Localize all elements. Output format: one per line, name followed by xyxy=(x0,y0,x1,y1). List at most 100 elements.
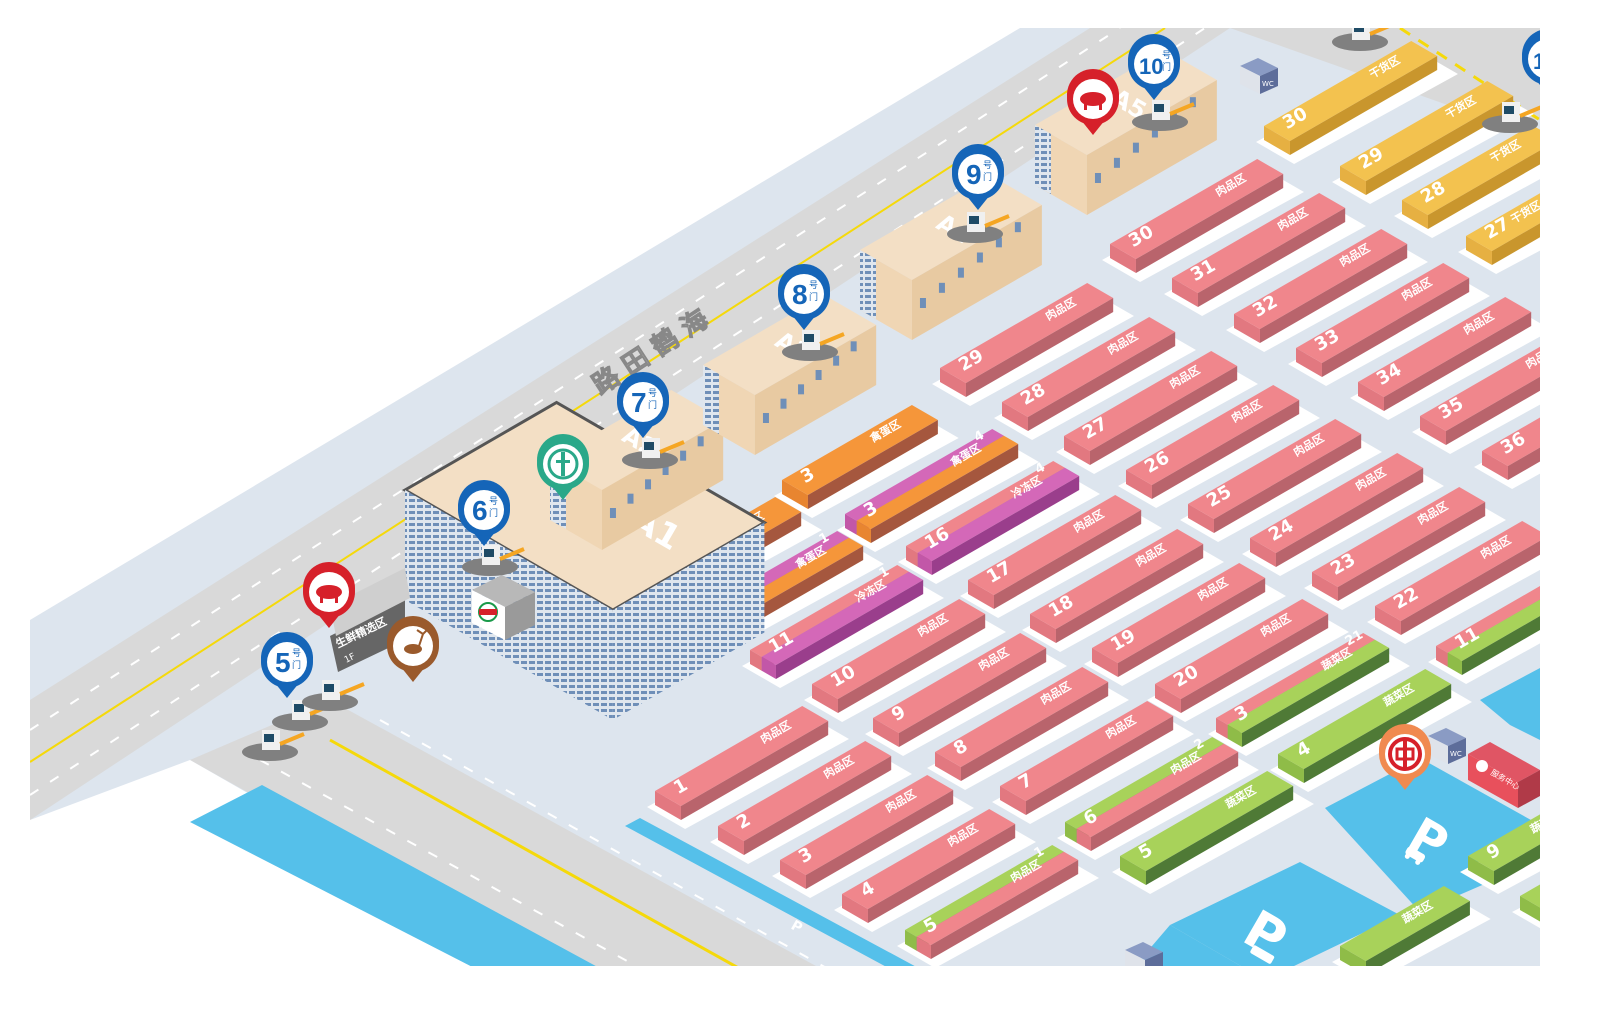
gate-booth[interactable] xyxy=(622,438,685,469)
gate-number: 10 xyxy=(1139,54,1163,79)
restroom-building[interactable] xyxy=(1125,942,1163,978)
gate-booth[interactable] xyxy=(462,545,525,576)
gate-number: 9 xyxy=(966,159,982,190)
window xyxy=(1189,97,1196,108)
service-logo-icon xyxy=(1476,760,1488,772)
service-building[interactable]: 服务中心 xyxy=(1468,742,1540,808)
gate-suffix: 号 xyxy=(648,388,657,399)
pork-market-marker[interactable] xyxy=(1067,68,1119,135)
building-A2[interactable]: A2 xyxy=(550,390,724,550)
building-A4[interactable]: A4 xyxy=(860,175,1042,340)
gate-booth[interactable] xyxy=(782,330,845,361)
gate-suffix: 号 xyxy=(983,160,992,171)
bank-marker[interactable] xyxy=(1379,724,1431,790)
window xyxy=(645,479,652,490)
building-A3[interactable]: A3 xyxy=(703,295,877,455)
window xyxy=(1094,173,1101,183)
stall-unnumbered-vegetable[interactable]: 蔬菜区 xyxy=(1512,856,1600,934)
gate-suffix: 门 xyxy=(489,507,498,519)
inner-road xyxy=(190,700,816,966)
parking-lot-3[interactable] xyxy=(1480,668,1540,740)
window xyxy=(1151,127,1158,138)
gate-booth[interactable] xyxy=(242,730,305,761)
stall-unnumbered-vegetable[interactable]: 蔬菜区 xyxy=(1332,886,1491,984)
window xyxy=(850,341,857,352)
stall-zone-label: 蔬菜区 xyxy=(1545,867,1581,896)
gate-booth[interactable] xyxy=(1132,100,1195,131)
bank-marker[interactable] xyxy=(537,433,589,500)
window xyxy=(976,252,983,263)
window xyxy=(833,355,840,366)
parking-strip-2 xyxy=(625,818,915,966)
window xyxy=(1132,142,1139,153)
window xyxy=(662,465,669,475)
gate-booth[interactable] xyxy=(302,680,365,711)
gate-booth[interactable] xyxy=(1482,102,1544,133)
gate-suffix: 门 xyxy=(1162,61,1171,73)
window xyxy=(815,370,822,380)
gate-number: 8 xyxy=(792,279,808,310)
restroom-building[interactable]: WC xyxy=(1428,728,1466,764)
gate-booth[interactable] xyxy=(947,212,1010,243)
parking-strip xyxy=(190,785,596,966)
fresh-area-entrance[interactable]: 生鲜精选区 1F xyxy=(330,568,410,672)
gate-suffix: 门 xyxy=(1556,56,1565,68)
bus-icon xyxy=(1250,945,1275,964)
restroom-icon: WC xyxy=(1450,750,1462,758)
window xyxy=(609,508,616,518)
inner-road-line xyxy=(329,738,738,966)
pork-market-marker[interactable] xyxy=(303,561,356,628)
deer-market-marker[interactable] xyxy=(387,616,439,682)
restroom-building[interactable]: WC xyxy=(1240,58,1278,94)
gate-suffix: 号 xyxy=(1162,50,1171,61)
window xyxy=(995,237,1002,248)
parking-lot-2[interactable]: P xyxy=(1140,862,1400,1012)
gate-booth[interactable] xyxy=(1332,20,1394,51)
